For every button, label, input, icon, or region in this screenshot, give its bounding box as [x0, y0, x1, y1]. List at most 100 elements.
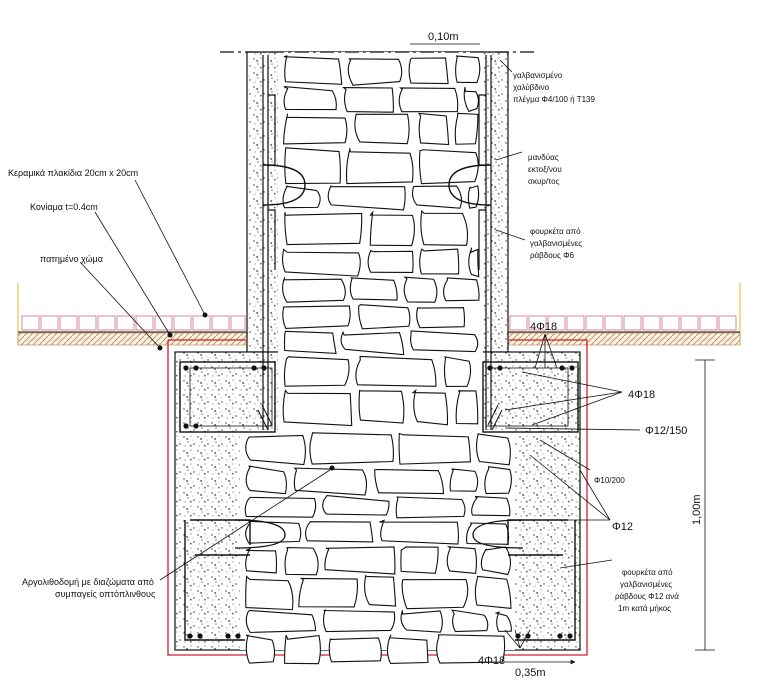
- leader-lines: [79, 43, 715, 665]
- stone: [401, 578, 469, 610]
- rebar-dot: [225, 633, 231, 639]
- stone: [354, 113, 410, 145]
- tile: [97, 315, 116, 331]
- label-tiles: Κεραμικά πλακίδια 20cm x 20cm: [8, 168, 138, 178]
- tile: [40, 315, 59, 331]
- stone: [419, 248, 460, 275]
- stone: [468, 247, 480, 278]
- stone: [471, 496, 511, 517]
- tile: [661, 315, 680, 331]
- tile: [192, 315, 211, 331]
- tile: [21, 315, 40, 331]
- stone: [245, 520, 302, 544]
- stone: [328, 637, 382, 663]
- stone: [480, 546, 512, 576]
- stone: [347, 58, 403, 86]
- label-ties-upper-1: φουρκέτα από: [530, 227, 581, 236]
- label-mesh-1: γαλβανισμένο: [513, 71, 563, 80]
- stone: [449, 468, 479, 492]
- stone: [284, 634, 321, 665]
- tile: [211, 315, 230, 331]
- stone: [327, 184, 406, 211]
- stone: [245, 465, 287, 495]
- stone: [345, 147, 414, 185]
- stone: [454, 112, 479, 145]
- label-mortar: Κονίαμα t=0.4cm: [30, 202, 98, 212]
- label-bars-top: 4Φ18: [530, 321, 557, 333]
- stone: [451, 609, 489, 633]
- stone: [374, 468, 445, 495]
- stone: [410, 330, 479, 353]
- stone: [412, 185, 463, 209]
- rebar-dot: [497, 365, 503, 371]
- stone: [305, 521, 374, 543]
- label-stirrups: Φ12/150: [645, 425, 687, 437]
- stone: [282, 305, 351, 330]
- label-masonry-1: Αργολιθοδομή με διαζώματα από: [22, 577, 154, 587]
- label-footing-width: 0,35m: [515, 667, 546, 679]
- label-jacket-2: εκτοξ/νου: [528, 165, 562, 174]
- soil-layer-right: [507, 332, 741, 346]
- rebar-dot: [569, 365, 575, 371]
- tile: [509, 315, 528, 331]
- label-ties-lower-4: 1m κατά μήκος: [618, 604, 671, 613]
- stone: [284, 546, 319, 576]
- stone: [369, 210, 415, 247]
- rebar-dot: [187, 633, 193, 639]
- stone: [283, 55, 343, 85]
- stone: [443, 277, 480, 302]
- stone: [283, 86, 337, 111]
- tile: [623, 315, 642, 331]
- stone: [245, 434, 306, 466]
- stone: [443, 356, 472, 387]
- stone: [340, 330, 405, 356]
- stone: [283, 113, 348, 145]
- stone: [455, 390, 479, 425]
- stone: [342, 86, 394, 113]
- stone: [467, 185, 480, 209]
- tile: [604, 315, 623, 331]
- stone: [322, 608, 396, 633]
- tile: [699, 315, 718, 331]
- stone: [395, 496, 466, 519]
- stone: [355, 355, 437, 387]
- tile: [135, 315, 154, 331]
- tile: [59, 315, 78, 331]
- stone: [408, 57, 449, 85]
- tile: [718, 315, 737, 331]
- label-mesh-2: χαλύβδινο: [513, 83, 550, 92]
- stone: [416, 307, 466, 329]
- stone: [283, 330, 337, 355]
- rebar-dot: [183, 423, 189, 429]
- stone: [245, 547, 278, 574]
- stone: [245, 575, 294, 611]
- stone: [420, 210, 469, 246]
- stone: [474, 575, 512, 610]
- stone: [411, 388, 449, 426]
- tile: [173, 315, 192, 331]
- stone: [398, 432, 471, 465]
- tile: [680, 315, 699, 331]
- stone: [309, 432, 394, 465]
- stone: [298, 577, 359, 608]
- label-jacket-3: σκυρ/τος: [528, 177, 560, 186]
- rebar-dot: [487, 365, 493, 371]
- stone: [283, 356, 350, 387]
- stone: [403, 276, 438, 303]
- stone: [245, 609, 317, 633]
- stone: [293, 467, 368, 496]
- label-mesh-3: πλέγμα Φ4/100 ή Τ139: [513, 95, 595, 104]
- stone: [386, 634, 429, 665]
- rebar-dot: [567, 633, 573, 639]
- rebar-dot: [235, 633, 241, 639]
- stone: [349, 277, 398, 301]
- stone: [418, 149, 479, 185]
- ceramic-tiles-left: [21, 315, 246, 331]
- stone: [379, 519, 459, 545]
- tile: [566, 315, 585, 331]
- ceramic-tiles-right: [509, 315, 737, 331]
- tile: [78, 315, 97, 331]
- label-depth: 1,00m: [691, 494, 703, 525]
- stone: [281, 248, 361, 277]
- stone: [494, 611, 512, 632]
